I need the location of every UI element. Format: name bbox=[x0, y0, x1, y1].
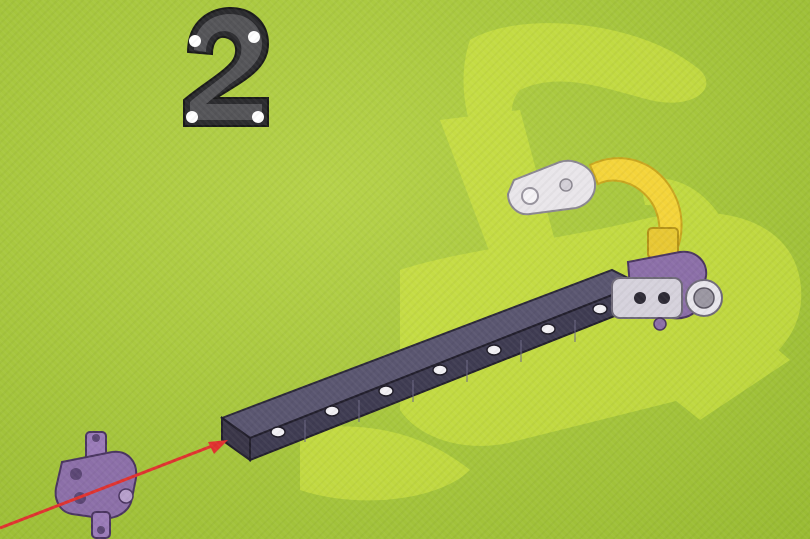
ghost-model bbox=[300, 23, 801, 500]
connector-piece bbox=[56, 432, 137, 538]
